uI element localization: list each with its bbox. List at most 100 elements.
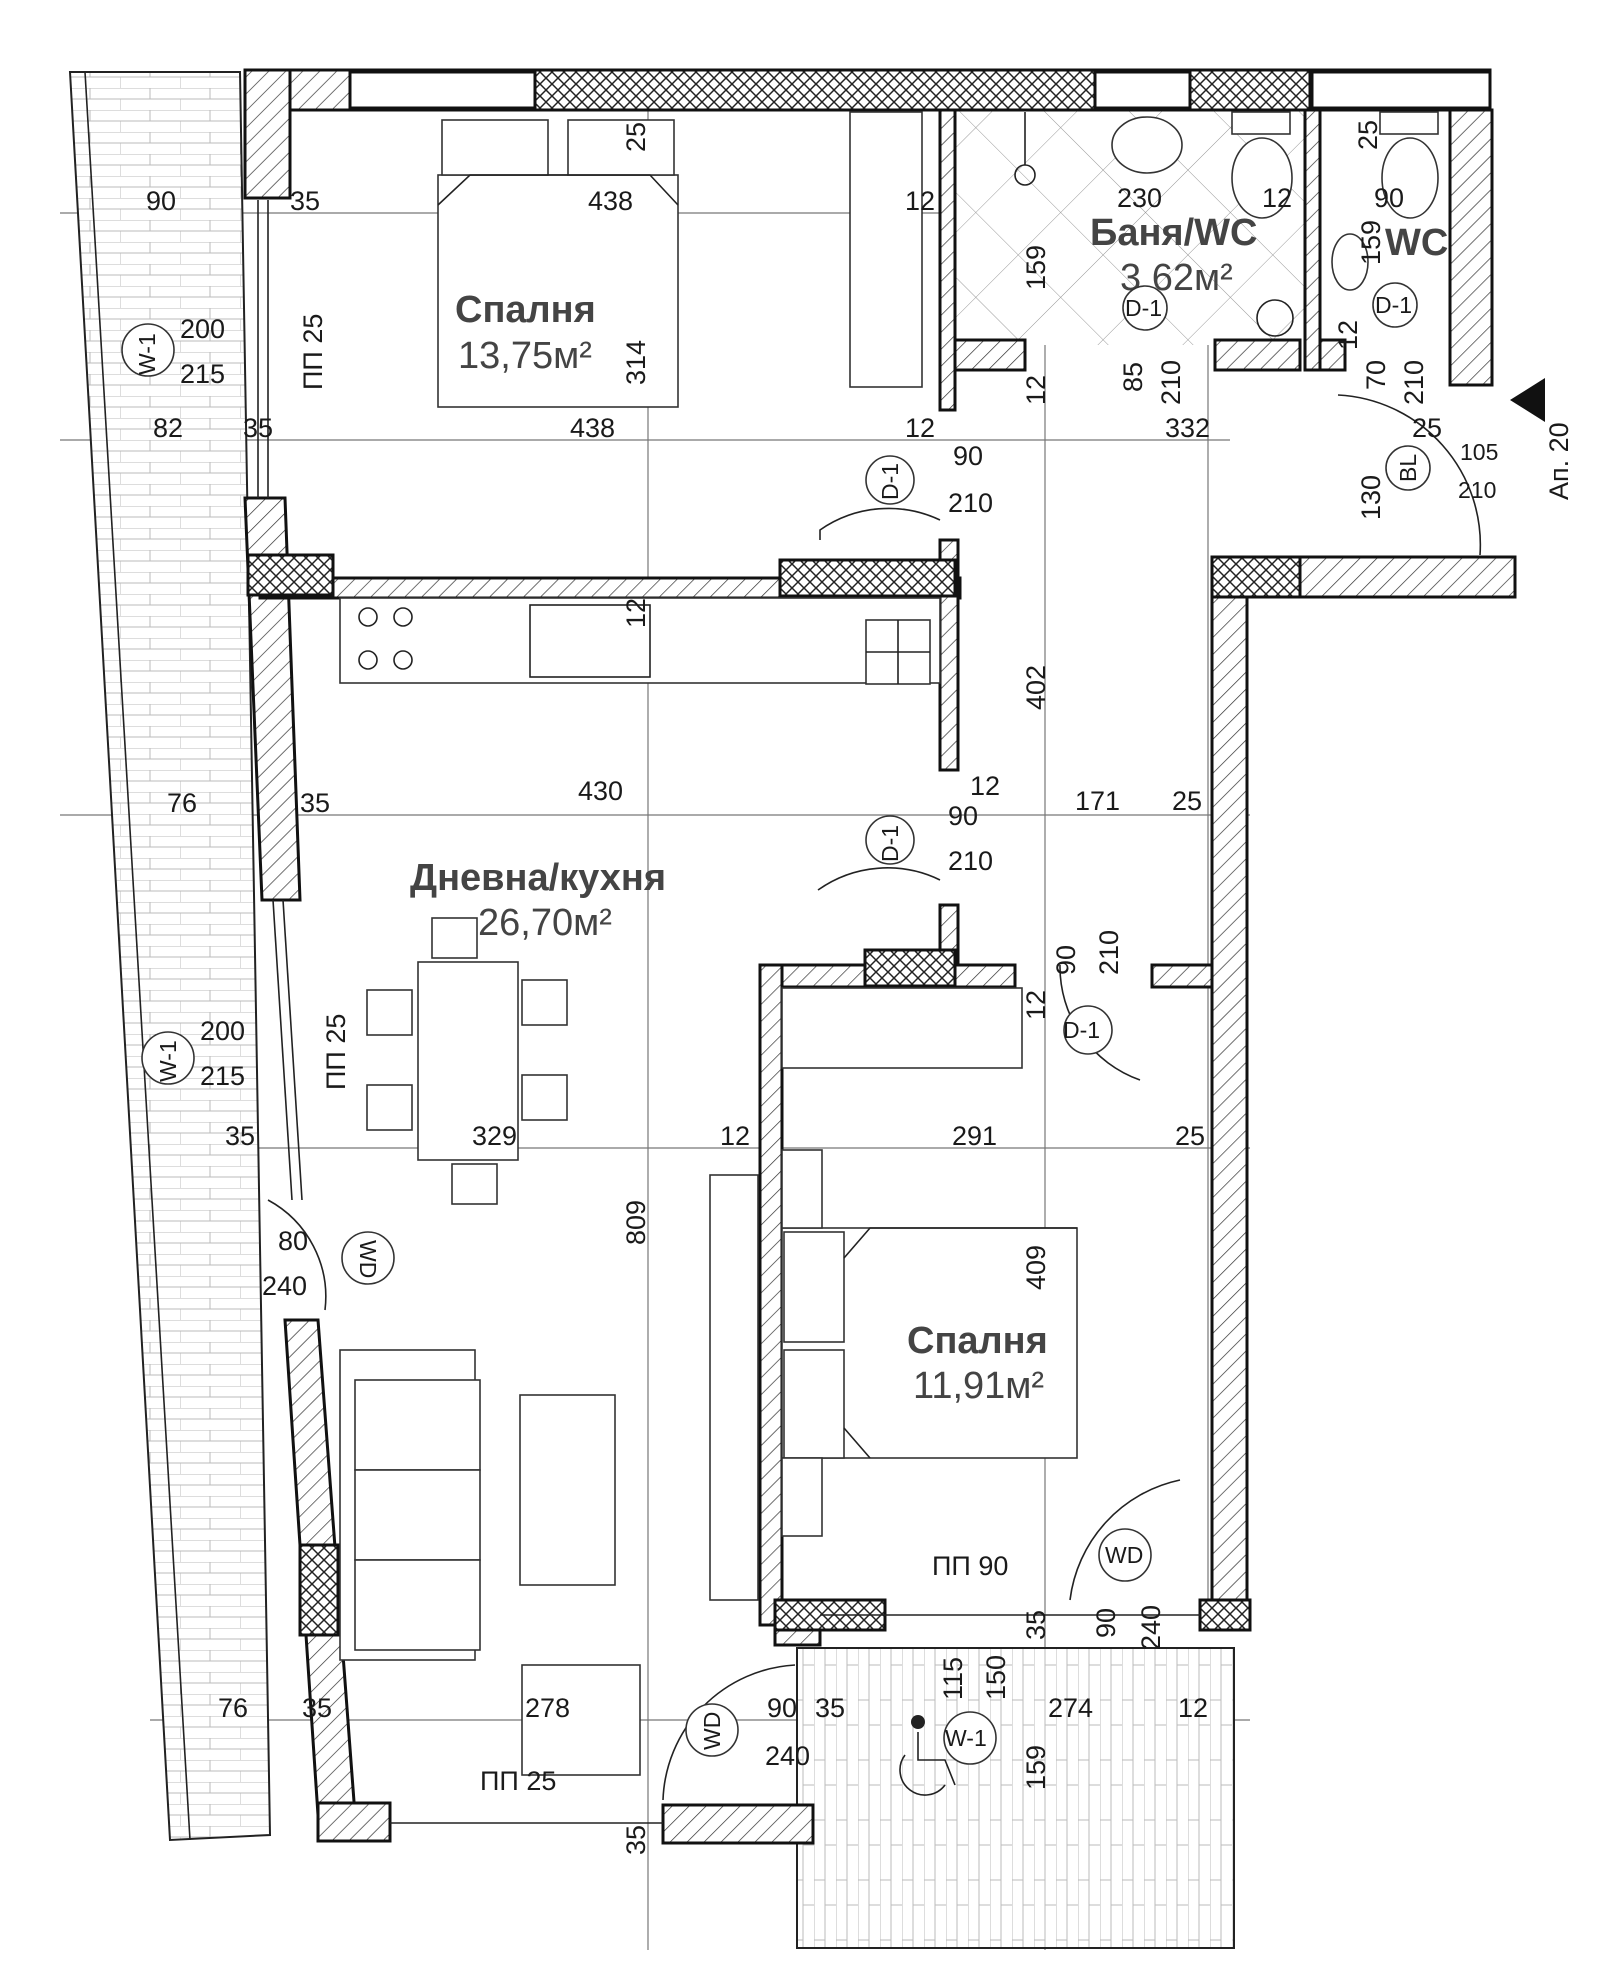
dimension-label: 12 xyxy=(621,598,651,628)
dimension-label: 12 xyxy=(1021,990,1051,1020)
dimension-label: 82 xyxy=(153,413,183,443)
dimension-label: 35 xyxy=(1021,1610,1051,1640)
dimension-label: 210 xyxy=(1458,477,1496,503)
dimension-labels: 90 35 438 12 230 12 90 25 25 159 159 314… xyxy=(146,120,1498,1855)
dimension-label: 159 xyxy=(1021,1745,1051,1790)
dimension-label: 105 xyxy=(1460,439,1498,465)
room-area-bedroom2: 11,91м² xyxy=(913,1365,1044,1407)
dimension-label: 70 xyxy=(1361,360,1391,390)
dimension-label: 25 xyxy=(1353,120,1383,150)
dimension-label: 230 xyxy=(1117,183,1162,213)
door-tag: D-1 xyxy=(877,463,903,500)
door-tag: D-1 xyxy=(1375,292,1412,318)
dimension-label: 171 xyxy=(1075,786,1120,816)
dimension-label: 200 xyxy=(200,1016,245,1046)
dimension-label: 25 xyxy=(621,122,651,152)
door-tags: D-1 D-1 D-1 D-1 D-1 BL WD WD WD W-1 W-1 … xyxy=(121,282,1431,1796)
dimension-label: 85 xyxy=(1118,362,1148,392)
dimension-label: 215 xyxy=(200,1061,245,1091)
dimension-label: 240 xyxy=(765,1741,810,1771)
dimension-label: 12 xyxy=(1178,1693,1208,1723)
room-area-bedroom1: 13,75м² xyxy=(458,335,592,377)
dimension-label: 12 xyxy=(905,186,935,216)
dimension-label: 210 xyxy=(1399,360,1429,405)
door-tag: D-1 xyxy=(1125,295,1162,321)
door-tag: WD xyxy=(355,1240,381,1278)
dimension-label: 25 xyxy=(1175,1121,1205,1151)
dimension-label: 35 xyxy=(300,788,330,818)
dimension-label: 76 xyxy=(218,1693,248,1723)
dimension-label: ПП 25 xyxy=(298,314,328,390)
door-tag: WD xyxy=(1105,1542,1143,1568)
dimension-label: 90 xyxy=(1091,1608,1121,1638)
dimension-label: 12 xyxy=(970,771,1000,801)
dimension-label: 12 xyxy=(1021,375,1051,405)
room-name-bedroom1: Спалня xyxy=(455,289,596,331)
dimension-label: 76 xyxy=(167,788,197,818)
room-area-living: 26,70м² xyxy=(478,902,612,944)
dimension-label: ПП 25 xyxy=(480,1766,556,1796)
dimension-label: 25 xyxy=(1412,413,1442,443)
dimension-label: 90 xyxy=(953,441,983,471)
window-tag: W-1 xyxy=(134,333,160,375)
dimension-label: 210 xyxy=(948,846,993,876)
room-labels: Спалня 13,75м² Баня/WC 3,62м² WC Дневна/… xyxy=(410,212,1448,1407)
dimension-label: 12 xyxy=(1333,320,1363,350)
dimension-label: 409 xyxy=(1021,1245,1051,1290)
room-name-living: Дневна/кухня xyxy=(410,857,666,899)
dimension-label: 210 xyxy=(948,488,993,518)
dimension-label: ПП 90 xyxy=(932,1551,1008,1581)
dimension-label: 240 xyxy=(262,1271,307,1301)
dimension-label: 12 xyxy=(905,413,935,443)
dimension-label: 35 xyxy=(225,1121,255,1151)
dimension-label: 274 xyxy=(1048,1693,1093,1723)
dimension-label: 314 xyxy=(621,340,651,385)
dimension-label: 35 xyxy=(815,1693,845,1723)
walls xyxy=(243,68,1517,1845)
terrace xyxy=(68,71,272,1842)
apartment-label: Ап. 20 xyxy=(1544,422,1574,500)
dimension-label: 329 xyxy=(472,1121,517,1151)
dimension-label: 809 xyxy=(621,1200,651,1245)
dimension-label: 150 xyxy=(981,1655,1011,1700)
door-tag: D-1 xyxy=(877,825,903,862)
dimension-label: 278 xyxy=(525,1693,570,1723)
dimension-label: 90 xyxy=(1374,183,1404,213)
window-tag: W-1 xyxy=(945,1725,987,1751)
dimension-label: 12 xyxy=(1262,183,1292,213)
dimension-label: 159 xyxy=(1021,245,1051,290)
dimension-label: 90 xyxy=(146,186,176,216)
furniture xyxy=(339,111,1439,1776)
wheelchair-icon xyxy=(899,1715,956,1796)
dimension-label: 115 xyxy=(938,1657,968,1700)
dimension-label: 438 xyxy=(588,186,633,216)
room-name-bath: Баня/WC xyxy=(1090,212,1257,254)
dimension-label: 35 xyxy=(621,1825,651,1855)
dimension-label: 215 xyxy=(180,359,225,389)
dimension-label: 35 xyxy=(290,186,320,216)
door-tag: D-1 xyxy=(1063,1017,1100,1043)
entrance-arrow-icon xyxy=(1510,378,1545,422)
dimension-label: 430 xyxy=(578,776,623,806)
dimension-label: 25 xyxy=(1172,786,1202,816)
dimension-label: 130 xyxy=(1356,475,1386,520)
dimension-label: 240 xyxy=(1136,1605,1166,1650)
glazing xyxy=(257,200,1200,1824)
door-tag: BL xyxy=(1395,454,1421,482)
dimension-label: 210 xyxy=(1156,360,1186,405)
dimension-label: 210 xyxy=(1094,930,1124,975)
room-name-wc: WC xyxy=(1385,222,1448,264)
dimension-label: 332 xyxy=(1165,413,1210,443)
door-tag: WD xyxy=(699,1712,725,1750)
window-tag: W-1 xyxy=(155,1040,181,1082)
dimension-label: 90 xyxy=(767,1693,797,1723)
dimension-label: 90 xyxy=(1051,945,1081,975)
dimension-label: 35 xyxy=(302,1693,332,1723)
dimension-label: 12 xyxy=(720,1121,750,1151)
dimension-label: 90 xyxy=(948,801,978,831)
dimension-label: 438 xyxy=(570,413,615,443)
dimension-label: 80 xyxy=(278,1226,308,1256)
dimension-label: 200 xyxy=(180,314,225,344)
dimension-label: 402 xyxy=(1021,665,1051,710)
